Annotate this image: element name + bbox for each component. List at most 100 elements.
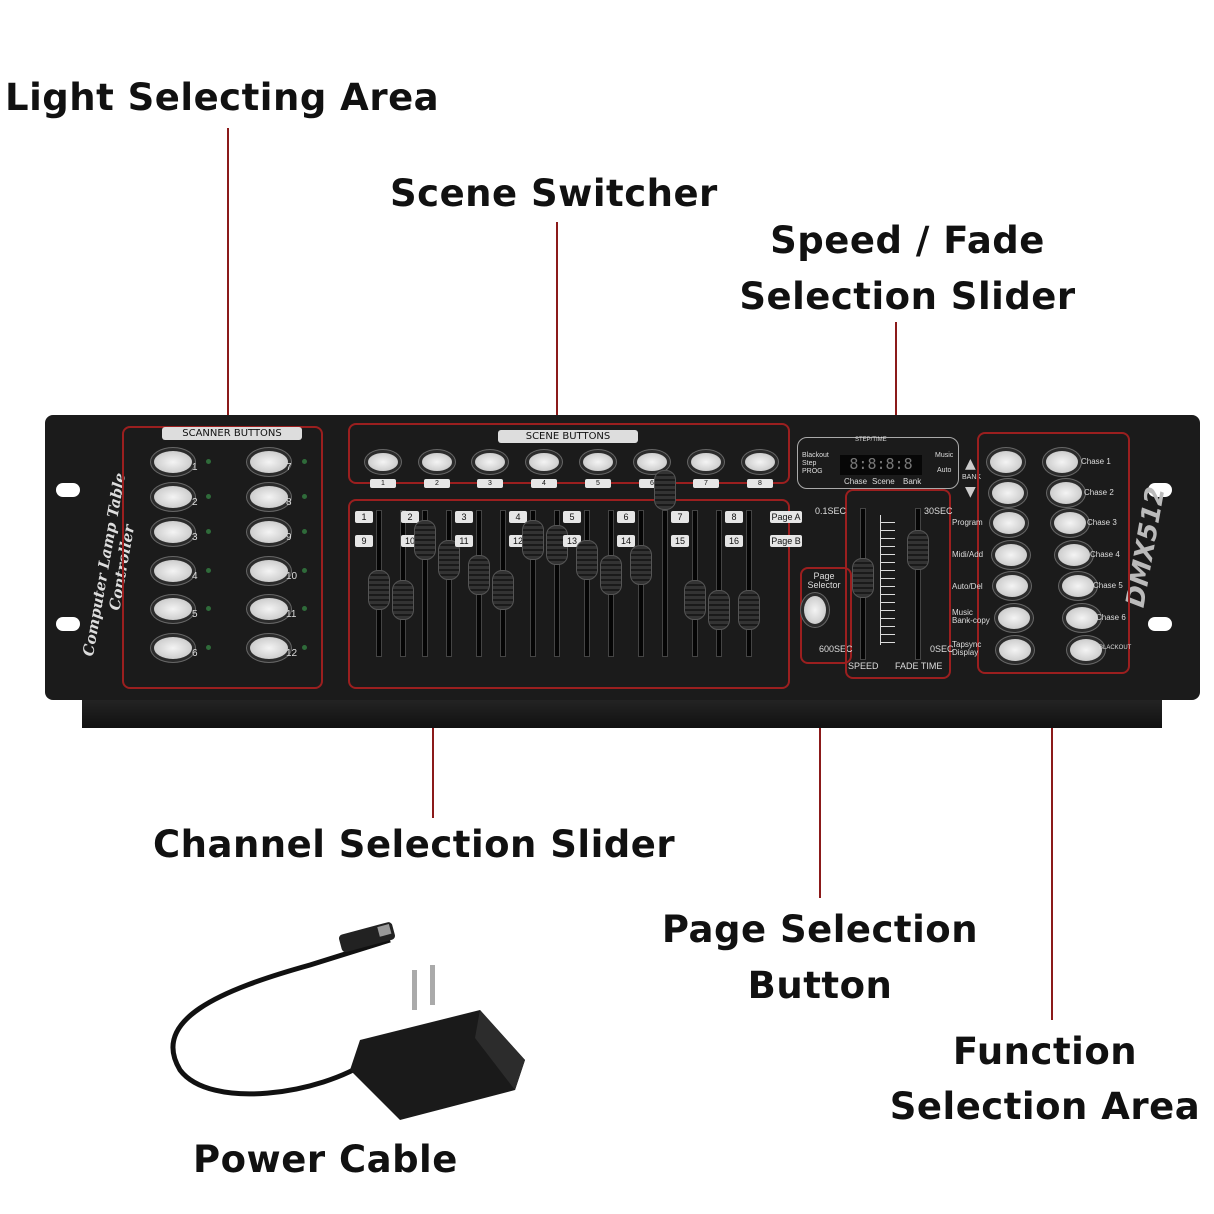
scanner-button[interactable] <box>154 637 192 659</box>
scanner-button[interactable] <box>154 560 192 582</box>
function-label: Program <box>952 518 983 527</box>
scanner-button[interactable] <box>250 486 288 508</box>
function-button[interactable] <box>994 544 1027 566</box>
scene-number: 6 <box>639 479 665 488</box>
step-label: Step <box>802 460 817 467</box>
channel-number: 9 <box>355 535 373 547</box>
channel-number: 7 <box>671 511 689 523</box>
function-area <box>977 432 1130 674</box>
bank-up-icon[interactable]: ▲ <box>965 456 976 472</box>
channel-slider[interactable] <box>600 555 622 595</box>
scanner-button[interactable] <box>250 560 288 582</box>
speed-slider[interactable] <box>852 558 874 598</box>
scene-number: 5 <box>585 479 611 488</box>
scene-button[interactable] <box>529 453 559 471</box>
callout-function-area: Selection Area <box>889 1085 1201 1128</box>
function-label: Midi/Add <box>952 550 984 559</box>
chase-button[interactable] <box>1058 544 1090 566</box>
channel-slider[interactable] <box>438 540 460 580</box>
scene-area <box>348 423 790 484</box>
scene-button[interactable] <box>422 453 452 471</box>
chase-label: Chase 1 <box>1081 457 1111 466</box>
callout-line-speed <box>895 322 897 490</box>
callout-page-button: Button <box>747 964 893 1007</box>
channel-slider[interactable] <box>708 590 730 630</box>
channel-slider[interactable] <box>392 580 414 620</box>
scanner-button[interactable] <box>154 451 192 473</box>
scene-button[interactable] <box>691 453 721 471</box>
fade-time-label: FADE TIME <box>895 661 943 671</box>
callout-page-selection: Page Selection <box>661 908 979 951</box>
channel-slider[interactable] <box>368 570 390 610</box>
channel-number: 3 <box>455 511 473 523</box>
rack-hole <box>56 483 80 497</box>
scene-button[interactable] <box>475 453 505 471</box>
channel-slider[interactable] <box>414 520 436 560</box>
chase-button[interactable] <box>1054 512 1086 534</box>
callout-line-scene <box>556 222 558 425</box>
function-button[interactable] <box>996 575 1028 597</box>
callout-line-light <box>227 128 229 428</box>
callout-line-function <box>1051 670 1053 1020</box>
function-label: Tapsync <box>952 640 982 649</box>
chase-label: Chase 2 <box>1084 488 1114 497</box>
function-button[interactable] <box>997 607 1030 629</box>
scanner-button[interactable] <box>154 521 192 543</box>
channel-slider[interactable] <box>738 590 760 630</box>
function-label: Bank-copy <box>952 616 990 625</box>
rack-hole <box>1148 617 1172 631</box>
scanner-number: 11 <box>286 609 297 620</box>
function-button[interactable] <box>999 639 1031 661</box>
channel-number: 5 <box>563 511 581 523</box>
chase-button[interactable] <box>1062 575 1094 597</box>
bank-label: BANK <box>962 474 982 481</box>
scanner-led <box>302 459 307 464</box>
scanner-button[interactable] <box>154 598 192 620</box>
callout-light-selecting-area: Light Selecting Area <box>5 76 440 119</box>
scene-button[interactable] <box>368 453 398 471</box>
page-selector-label: Page Selector <box>807 571 841 590</box>
scanner-led <box>302 529 307 534</box>
channel-slider[interactable] <box>522 520 544 560</box>
scanner-button[interactable] <box>250 451 288 473</box>
chase-button[interactable] <box>1070 639 1102 661</box>
channel-slider[interactable] <box>576 540 598 580</box>
channel-slider[interactable] <box>684 580 706 620</box>
scanner-led <box>206 645 211 650</box>
channel-slider[interactable] <box>468 555 490 595</box>
function-button[interactable] <box>991 482 1024 504</box>
chase-button[interactable] <box>1066 607 1098 629</box>
chase-label: Chase 3 <box>1087 518 1117 527</box>
callout-function: Function <box>952 1030 1138 1073</box>
scanner-led <box>206 568 211 573</box>
scene-number: 8 <box>747 479 773 488</box>
chase-button[interactable] <box>1050 482 1082 504</box>
channel-track <box>554 510 560 657</box>
scene-title: SCENE BUTTONS <box>498 430 638 443</box>
channel-slider[interactable] <box>630 545 652 585</box>
fade-max-label: 30SEC <box>924 506 953 516</box>
function-button[interactable] <box>990 451 1022 473</box>
page-selector-button[interactable] <box>804 596 826 624</box>
callout-selection-slider: Selection Slider <box>739 275 1076 318</box>
speed-fade-area <box>845 489 951 679</box>
callout-scene-switcher: Scene Switcher <box>390 172 718 215</box>
chase-label: Chase 5 <box>1093 581 1123 590</box>
fade-slider[interactable] <box>907 530 929 570</box>
page-b-label: Page B <box>770 535 802 547</box>
function-button[interactable] <box>993 512 1025 534</box>
channel-track <box>584 510 590 657</box>
scanner-button[interactable] <box>250 598 288 620</box>
channel-slider[interactable] <box>492 570 514 610</box>
step-time-label: STEP/TIME <box>855 437 887 443</box>
channel-slider[interactable] <box>654 470 676 510</box>
scene-button[interactable] <box>637 453 667 471</box>
scanner-button[interactable] <box>154 486 192 508</box>
scene-button[interactable] <box>745 453 775 471</box>
bank-down-icon[interactable]: ▼ <box>965 484 976 500</box>
blackout-label: Blackout <box>802 452 829 459</box>
chase-button[interactable] <box>1046 451 1078 473</box>
scanner-button[interactable] <box>250 521 288 543</box>
scene-button[interactable] <box>583 453 613 471</box>
scanner-button[interactable] <box>250 637 288 659</box>
